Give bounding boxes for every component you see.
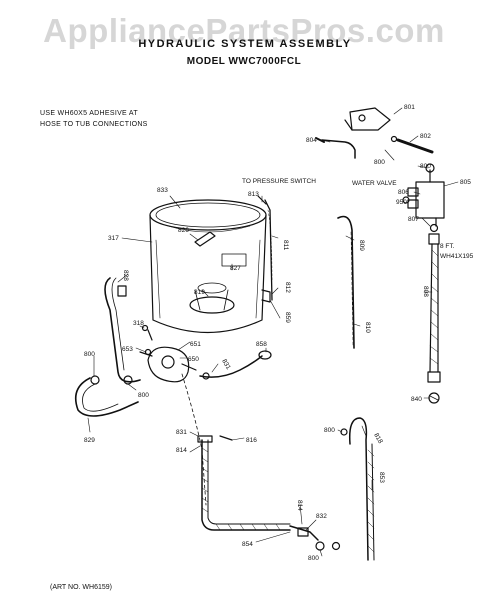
callout-800-f: 800 xyxy=(308,555,319,562)
callout-812: 812 xyxy=(284,282,291,293)
callout-854: 854 xyxy=(242,541,253,548)
inlet-screen-washer xyxy=(428,392,440,404)
hose-part-label: WH41X195 xyxy=(440,253,474,260)
art-number: (ART NO. WH6159) xyxy=(50,584,112,591)
callout-826: 826 xyxy=(178,227,189,234)
clamp-screw xyxy=(219,435,233,441)
callout-827: 827 xyxy=(230,265,241,272)
callout-805: 805 xyxy=(460,179,471,186)
callout-804: 804 xyxy=(306,137,317,144)
callout-810: 810 xyxy=(364,322,371,333)
hose-clamp-top xyxy=(390,135,434,154)
callout-800-e: 800 xyxy=(324,427,335,434)
model-number: MODEL WWC7000FCL xyxy=(186,56,302,67)
hose-length-label: 8 FT. xyxy=(440,243,455,250)
connector-clamp xyxy=(315,541,325,551)
valve-bracket xyxy=(344,107,391,131)
callout-831-b: 831 xyxy=(176,429,187,436)
fill-hose-8ft xyxy=(427,233,441,383)
callout-811: 811 xyxy=(282,240,289,251)
drain-standpipe xyxy=(337,215,355,349)
tub-inlet-nozzle xyxy=(194,231,216,247)
callout-814-b: 814 xyxy=(296,500,303,511)
valve-washer xyxy=(429,223,439,233)
hose-clamp-left xyxy=(90,375,100,385)
pump-mount-bolt xyxy=(147,329,153,341)
callout-800-a: 800 xyxy=(374,159,385,166)
callout-858: 858 xyxy=(256,341,267,348)
callout-832: 832 xyxy=(316,513,327,520)
callout-809: 809 xyxy=(358,240,365,251)
drain-clamp xyxy=(202,372,210,380)
drain-pump xyxy=(139,346,197,383)
callout-840: 840 xyxy=(411,396,422,403)
main-drain-hose xyxy=(201,439,291,531)
callout-829: 829 xyxy=(84,437,95,444)
tub-to-pump-hose xyxy=(104,277,141,383)
tub-sump xyxy=(189,282,235,314)
callout-651: 651 xyxy=(190,341,201,348)
callout-819: 819 xyxy=(194,289,205,296)
callout-813: 813 xyxy=(248,191,259,198)
watermark: AppliancePartsPros.com xyxy=(43,12,445,49)
hose-clamp-mid xyxy=(123,375,133,385)
pump-to-drain-hose xyxy=(199,350,272,378)
callout-650: 650 xyxy=(188,356,199,363)
drain-hose-right xyxy=(348,417,375,561)
callout-833: 833 xyxy=(157,187,168,194)
callout-317: 317 xyxy=(108,235,119,242)
callout-853: 853 xyxy=(378,472,385,483)
connector-clamp-2 xyxy=(331,541,341,551)
callout-800-c: 800 xyxy=(84,351,95,358)
pump-bolt-head xyxy=(141,324,149,332)
inlet-hose-short xyxy=(315,137,356,159)
callout-318: 318 xyxy=(133,320,144,327)
outer-tub xyxy=(149,199,271,333)
callout-828: 828 xyxy=(122,270,129,281)
callout-814-a: 814 xyxy=(176,447,187,454)
callout-816: 816 xyxy=(246,437,257,444)
adhesive-note-line1: USE WH60X5 ADHESIVE AT xyxy=(40,110,138,117)
adhesive-note-line2: HOSE TO TUB CONNECTIONS xyxy=(40,121,148,128)
callout-653: 653 xyxy=(122,346,133,353)
drain-hose-clamp-right xyxy=(340,428,348,436)
leader-lines xyxy=(87,107,459,557)
callout-800-d: 800 xyxy=(138,392,149,399)
callout-800-b: 800 xyxy=(420,163,431,170)
diagram-title: HYDRAULIC SYSTEM ASSEMBLY xyxy=(138,38,352,50)
callout-950: 950 xyxy=(396,199,407,206)
pressure-switch-hose xyxy=(264,199,273,301)
callout-802: 802 xyxy=(420,133,431,140)
drain-hose-clamp xyxy=(197,435,213,443)
water-valve-label: WATER VALVE xyxy=(352,180,397,187)
callout-806: 806 xyxy=(398,189,409,196)
callout-831-a: 831 xyxy=(220,358,232,371)
callout-808: 808 xyxy=(422,286,429,297)
callout-801: 801 xyxy=(404,104,415,111)
pump-outlet-hose xyxy=(74,377,139,417)
callout-807: 807 xyxy=(408,216,419,223)
callout-859: 859 xyxy=(284,312,291,323)
pressure-switch-note: TO PRESSURE SWITCH xyxy=(242,178,316,185)
callout-818: 818 xyxy=(372,432,384,445)
hose-connector xyxy=(289,525,319,541)
